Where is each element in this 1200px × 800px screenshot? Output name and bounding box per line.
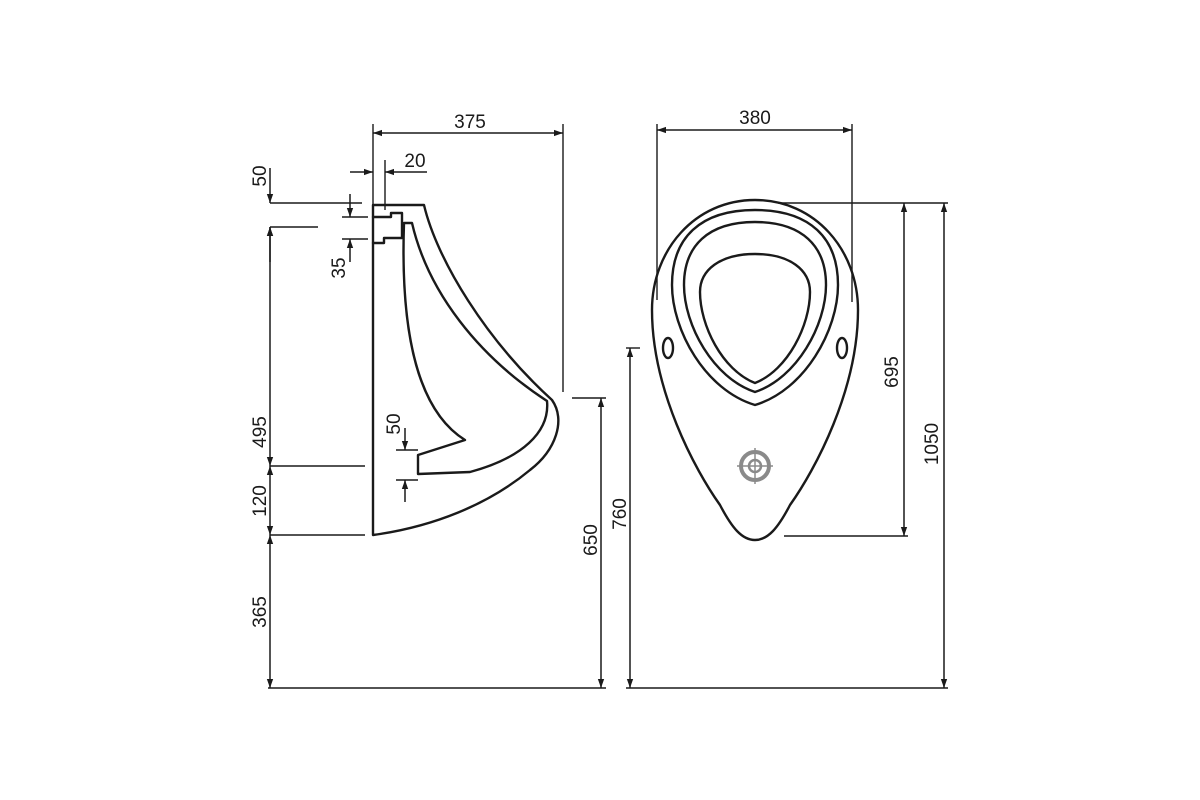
dim-width: 380	[739, 108, 771, 129]
dim-inlet-height: 35	[329, 257, 350, 278]
dim-bowl-height: 695	[882, 356, 903, 388]
dim-floor-to-bottom: 365	[250, 596, 271, 628]
drain-icon	[737, 448, 773, 484]
right-mounting-hole	[835, 336, 849, 360]
front-view: 380 760 695 1050	[610, 108, 948, 689]
side-profile-outline	[371, 203, 560, 537]
side-view: 375 20 50 35 495 50 120 365 650	[250, 112, 606, 689]
dim-inlet-offset: 20	[404, 151, 425, 172]
dim-floor-to-holes: 760	[610, 498, 631, 530]
side-inner-cavity	[402, 221, 549, 476]
dim-inlet-top-gap: 50	[250, 165, 271, 186]
front-rim	[670, 208, 840, 407]
dim-outlet-to-bottom: 120	[250, 485, 271, 517]
dim-floor-to-lip: 650	[581, 524, 602, 556]
dim-outlet-height: 50	[384, 413, 405, 434]
front-bowl	[682, 220, 828, 394]
side-inlet-notch	[371, 211, 404, 245]
front-back-opening	[698, 252, 812, 385]
left-mounting-hole	[661, 336, 675, 360]
dim-total-height: 1050	[922, 423, 943, 465]
dim-back-height: 495	[250, 416, 271, 448]
front-body-outline	[650, 198, 860, 542]
dim-depth: 375	[454, 112, 486, 133]
